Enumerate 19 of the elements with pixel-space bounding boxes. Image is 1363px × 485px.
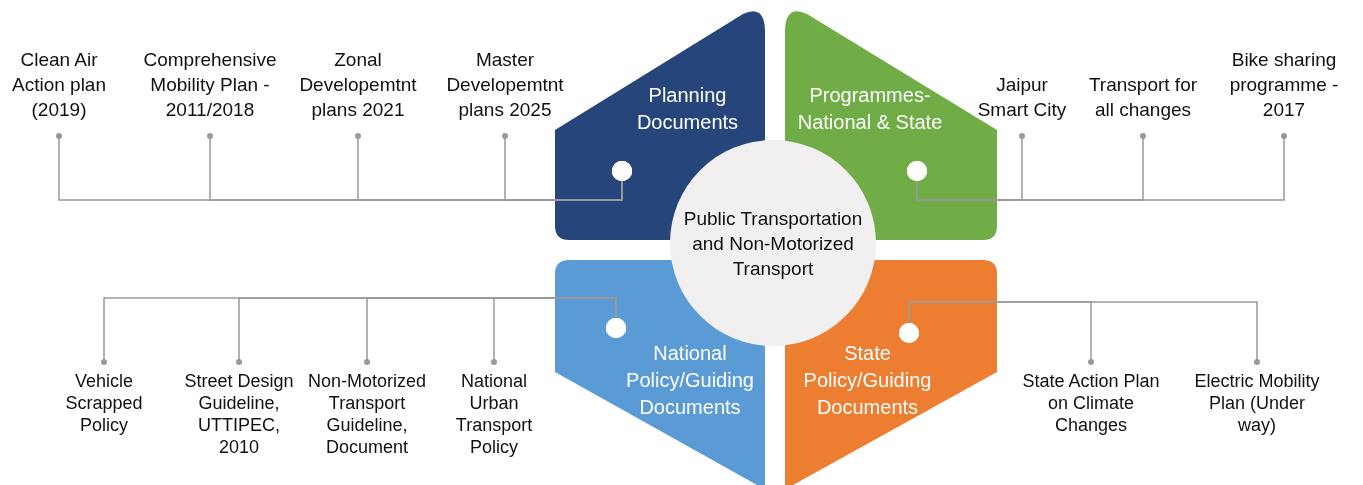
item-label: Street Design Guideline, UTTIPEC, 2010 (177, 362, 301, 458)
item-label: Electric Mobility Plan (Under way) (1192, 362, 1322, 436)
item-label: Clean Air Action plan (2019) (1, 47, 117, 136)
item-label: Vehicle Scrapped Policy (48, 362, 160, 436)
item-label: National Urban Transport Policy (438, 362, 550, 458)
item-label: Zonal Developemtnt plans 2021 (288, 47, 428, 136)
segment-title: Programmes- National & State (796, 83, 944, 135)
item-label: Transport for all changes (1088, 72, 1198, 136)
item-label: State Action Plan on Climate Changes (1016, 362, 1166, 436)
item-label: Non-Motorized Transport Guideline, Document (305, 362, 429, 458)
item-label: Jaipur Smart City (977, 72, 1067, 136)
connector-line (907, 133, 1287, 201)
item-label: Comprehensive Mobility Plan - 2011/2018 (136, 47, 284, 136)
connector-line (502, 133, 632, 201)
connector-line (899, 301, 1260, 365)
connector-line (491, 297, 626, 365)
item-label: Bike sharing programme - 2017 (1209, 47, 1359, 136)
segment-title: Planning Documents (635, 83, 740, 135)
item-label: Master Developemtnt plans 2025 (435, 47, 575, 136)
